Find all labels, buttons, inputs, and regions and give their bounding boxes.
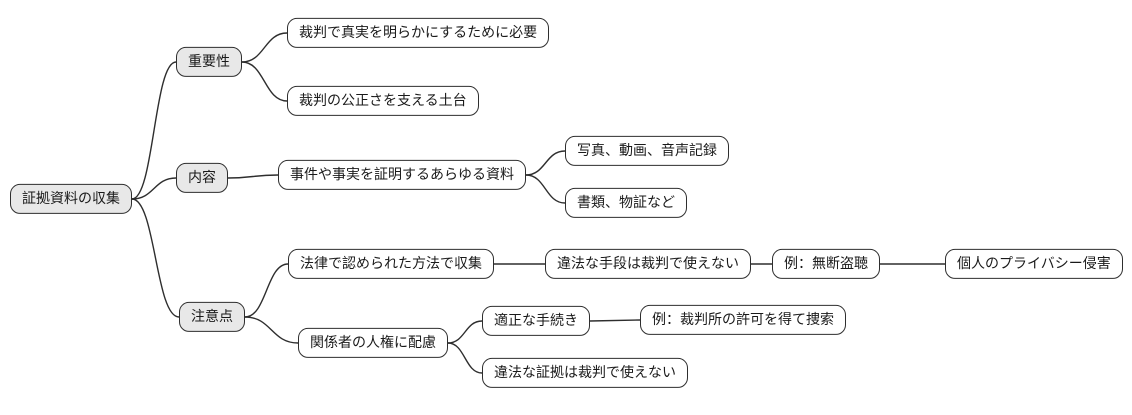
mindmap-node-cautions-2-1-1[interactable]: 例：裁判所の許可を得て捜索 — [640, 304, 846, 336]
mindmap-node-cautions-1-1-1-1[interactable]: 個人のプライバシー侵害 — [945, 248, 1123, 280]
mindmap-node-cautions-2-1[interactable]: 適正な手続き — [482, 305, 590, 337]
mindmap-node-root[interactable]: 証拠資料の収集 — [10, 183, 132, 215]
mindmap-node-content-1-1[interactable]: 写真、動画、音声記録 — [565, 135, 729, 167]
mindmap-node-content-1[interactable]: 事件や事実を証明するあらゆる資料 — [278, 159, 526, 191]
mindmap-node-cautions-1-1[interactable]: 違法な手段は裁判で使えない — [545, 248, 751, 280]
mindmap-node-importance[interactable]: 重要性 — [176, 46, 242, 78]
mindmap-node-content[interactable]: 内容 — [176, 162, 228, 194]
mindmap-node-cautions-2-2[interactable]: 違法な証拠は裁判で使えない — [482, 357, 688, 389]
mindmap-node-cautions[interactable]: 注意点 — [179, 301, 245, 333]
mindmap-node-importance-2[interactable]: 裁判の公正さを支える土台 — [287, 85, 479, 117]
mindmap-node-cautions-2[interactable]: 関係者の人権に配慮 — [298, 327, 448, 359]
mindmap-node-importance-1[interactable]: 裁判で真実を明らかにするために必要 — [287, 17, 550, 49]
mindmap-node-content-1-2[interactable]: 書類、物証など — [565, 187, 687, 219]
mindmap-node-cautions-1-1-1[interactable]: 例：無断盗聴 — [772, 248, 880, 280]
mindmap-node-cautions-1[interactable]: 法律で認められた方法で収集 — [288, 248, 494, 280]
